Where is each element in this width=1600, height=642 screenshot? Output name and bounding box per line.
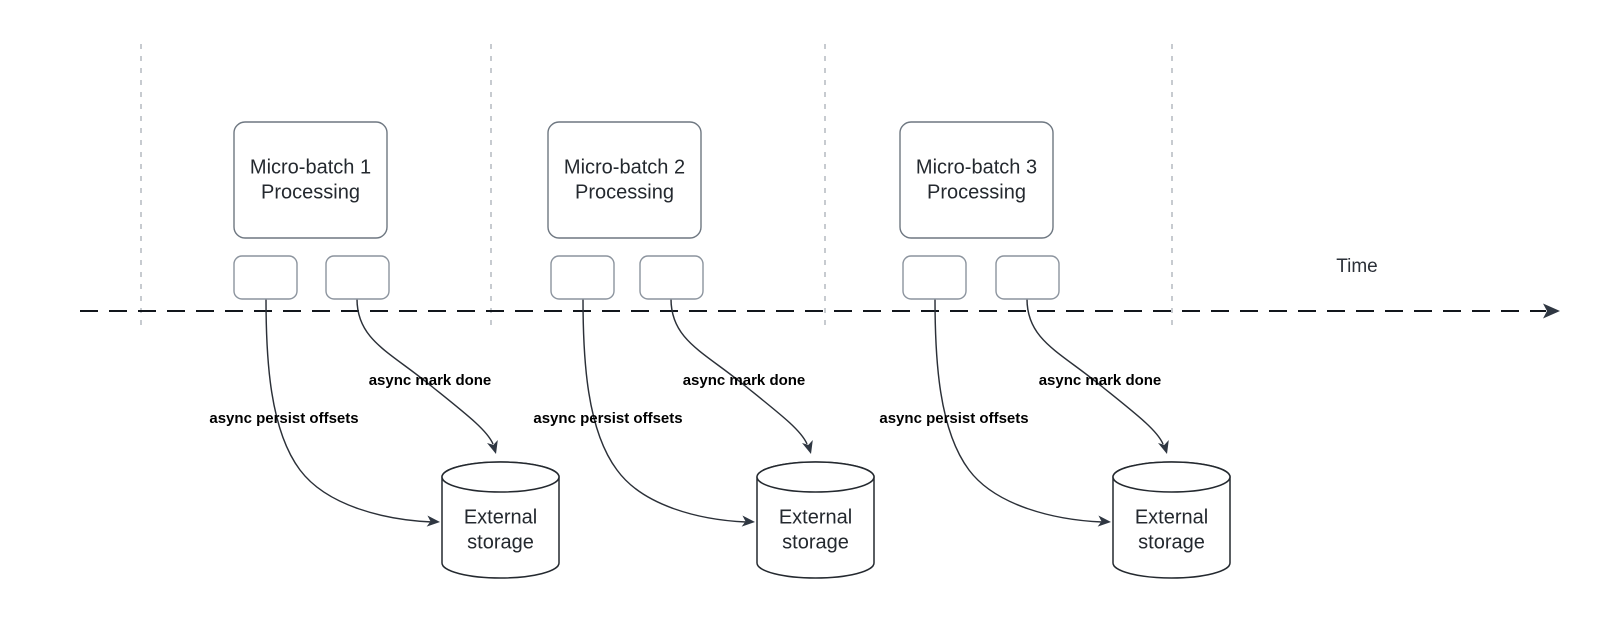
persist-offsets-task-box[interactable]: [550, 255, 615, 300]
async-persist-offsets-edge-arrow-icon: [1097, 515, 1111, 527]
storage-label-line1: External: [464, 506, 537, 528]
micro-batch-label-line1: Micro-batch 2: [564, 156, 685, 178]
storage-cylinder-top: [441, 461, 560, 493]
async-mark-done-edge-arrow-icon: [1158, 439, 1169, 454]
async-mark-done-edge-arrow-icon: [802, 439, 813, 454]
time-axis-label: Time: [1336, 256, 1378, 277]
micro-batch-label-line2: Processing: [261, 181, 360, 203]
micro-batch-label-line1: Micro-batch 1: [250, 156, 371, 178]
time-axis-arrow-icon: [1543, 303, 1560, 319]
async-persist-offsets-edge-label: async persist offsets: [533, 410, 682, 427]
async-persist-offsets-edge: [582, 298, 747, 523]
async-persist-offsets-edge: [265, 298, 433, 523]
async-persist-offsets-edge-arrow-icon: [426, 515, 440, 527]
storage-label-line1: External: [779, 506, 852, 528]
mark-done-task-box[interactable]: [995, 255, 1060, 300]
external-storage-node-3[interactable]: External storage: [1112, 461, 1231, 579]
micro-batch-box[interactable]: [899, 121, 1054, 239]
async-persist-offsets-edge: [934, 298, 1103, 523]
mark-done-task-box[interactable]: [325, 255, 390, 300]
async-persist-offsets-edge-label: async persist offsets: [209, 410, 358, 427]
persist-offsets-task-box[interactable]: [233, 255, 298, 300]
async-mark-done-edge: [670, 298, 808, 445]
micro-batch-label-line2: Processing: [575, 181, 674, 203]
async-mark-done-edge: [1026, 298, 1164, 445]
flow-edges: [265, 298, 1169, 527]
storage-cylinder-top: [1112, 461, 1231, 493]
micro-batch-label-line2: Processing: [927, 181, 1026, 203]
external-storage-node-1[interactable]: External storage: [441, 461, 560, 579]
micro-batch-node-2[interactable]: Micro-batch 2 Processing: [547, 121, 702, 239]
persist-offsets-task-box[interactable]: [902, 255, 967, 300]
micro-batch-label-line1: Micro-batch 3: [916, 156, 1037, 178]
external-storage-node-2[interactable]: External storage: [756, 461, 875, 579]
async-persist-offsets-edge-label: async persist offsets: [879, 410, 1028, 427]
micro-batch-box[interactable]: [547, 121, 702, 239]
edge-labels: async persist offsets async mark done asyn…: [209, 372, 1161, 427]
storage-label-line2: storage: [1138, 531, 1205, 553]
async-persist-offsets-edge-arrow-icon: [741, 515, 755, 527]
async-mark-done-edge-label: async mark done: [1039, 372, 1162, 389]
micro-batch-box[interactable]: [233, 121, 388, 239]
time-axis: [80, 303, 1560, 319]
storage-label-line1: External: [1135, 506, 1208, 528]
mark-done-task-box[interactable]: [639, 255, 704, 300]
storage-label-line2: storage: [467, 531, 534, 553]
storage-cylinder-top: [756, 461, 875, 493]
async-mark-done-edge-arrow-icon: [487, 439, 498, 454]
async-mark-done-edge-label: async mark done: [369, 372, 492, 389]
micro-batch-node-1[interactable]: Micro-batch 1 Processing: [233, 121, 388, 239]
async-mark-done-edge: [356, 298, 494, 445]
async-mark-done-edge-label: async mark done: [683, 372, 806, 389]
axis-label: Time: [1336, 256, 1378, 277]
storage-label-line2: storage: [782, 531, 849, 553]
micro-batch-node-3[interactable]: Micro-batch 3 Processing: [899, 121, 1054, 239]
